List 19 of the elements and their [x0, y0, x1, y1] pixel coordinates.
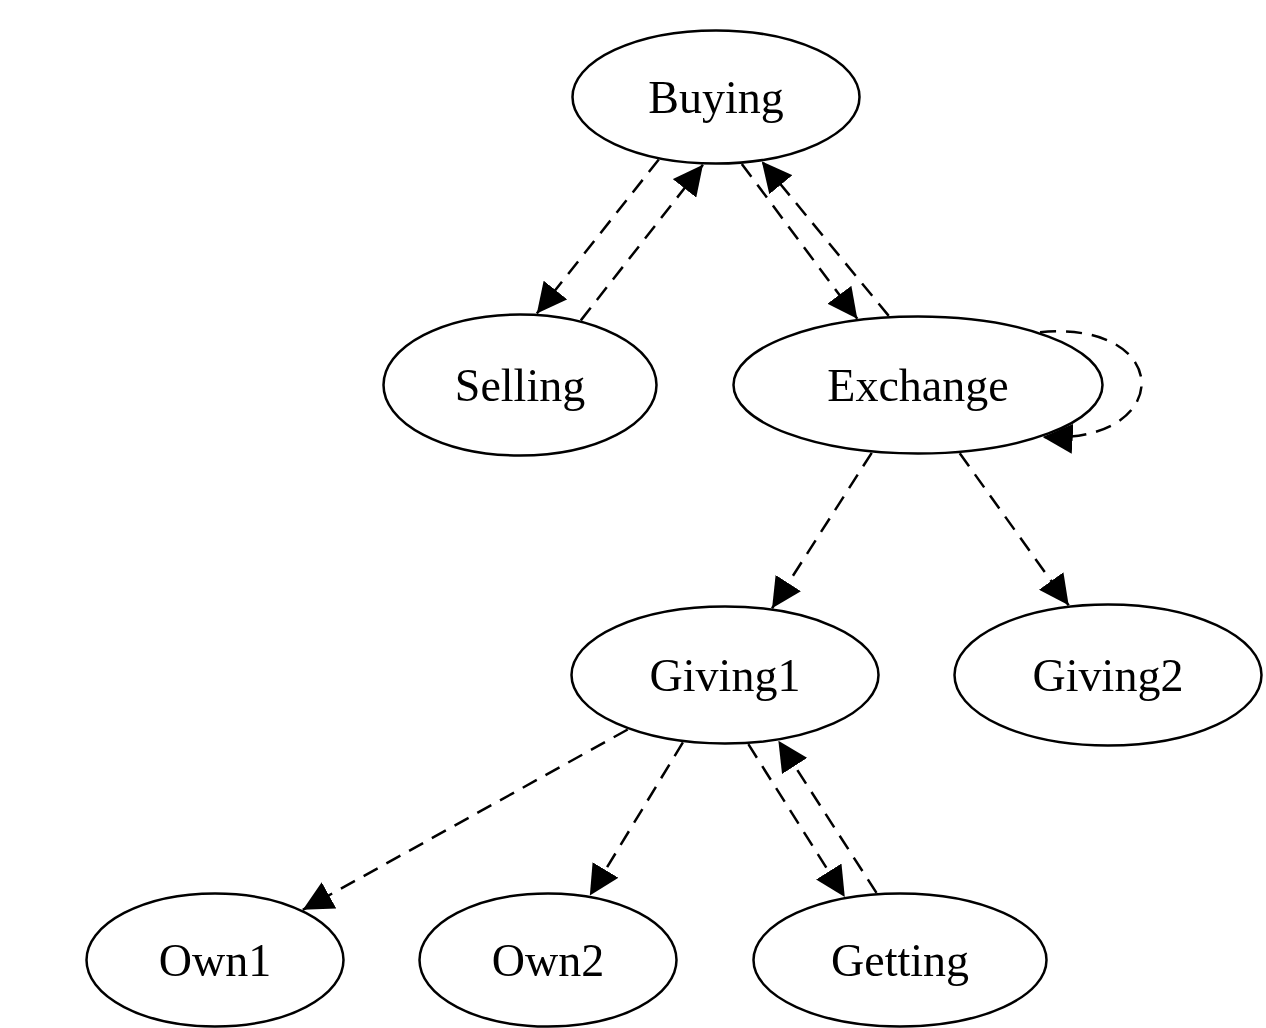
node-label: Selling: [454, 358, 586, 412]
dashed-arrow: [771, 452, 873, 609]
node-label: Giving2: [1032, 648, 1184, 702]
dashed-arrow: [588, 741, 684, 897]
dashed-arrow: [760, 160, 890, 317]
dashed-arrow: [777, 740, 878, 894]
dashed-arrow: [535, 158, 660, 315]
dashed-arrow: [958, 452, 1070, 607]
node-label: Own1: [158, 933, 272, 987]
node-label: Getting: [831, 933, 969, 987]
node-label: Buying: [648, 70, 784, 124]
dashed-arrow: [579, 163, 704, 322]
node-label: Exchange: [827, 358, 1009, 412]
node-label: Giving1: [649, 648, 801, 702]
dashed-arrow: [740, 163, 859, 320]
node-label: Own2: [491, 933, 605, 987]
dashed-arrow: [747, 743, 846, 898]
dashed-arrow: [302, 728, 629, 911]
dashed-arrow: [1040, 330, 1143, 452]
